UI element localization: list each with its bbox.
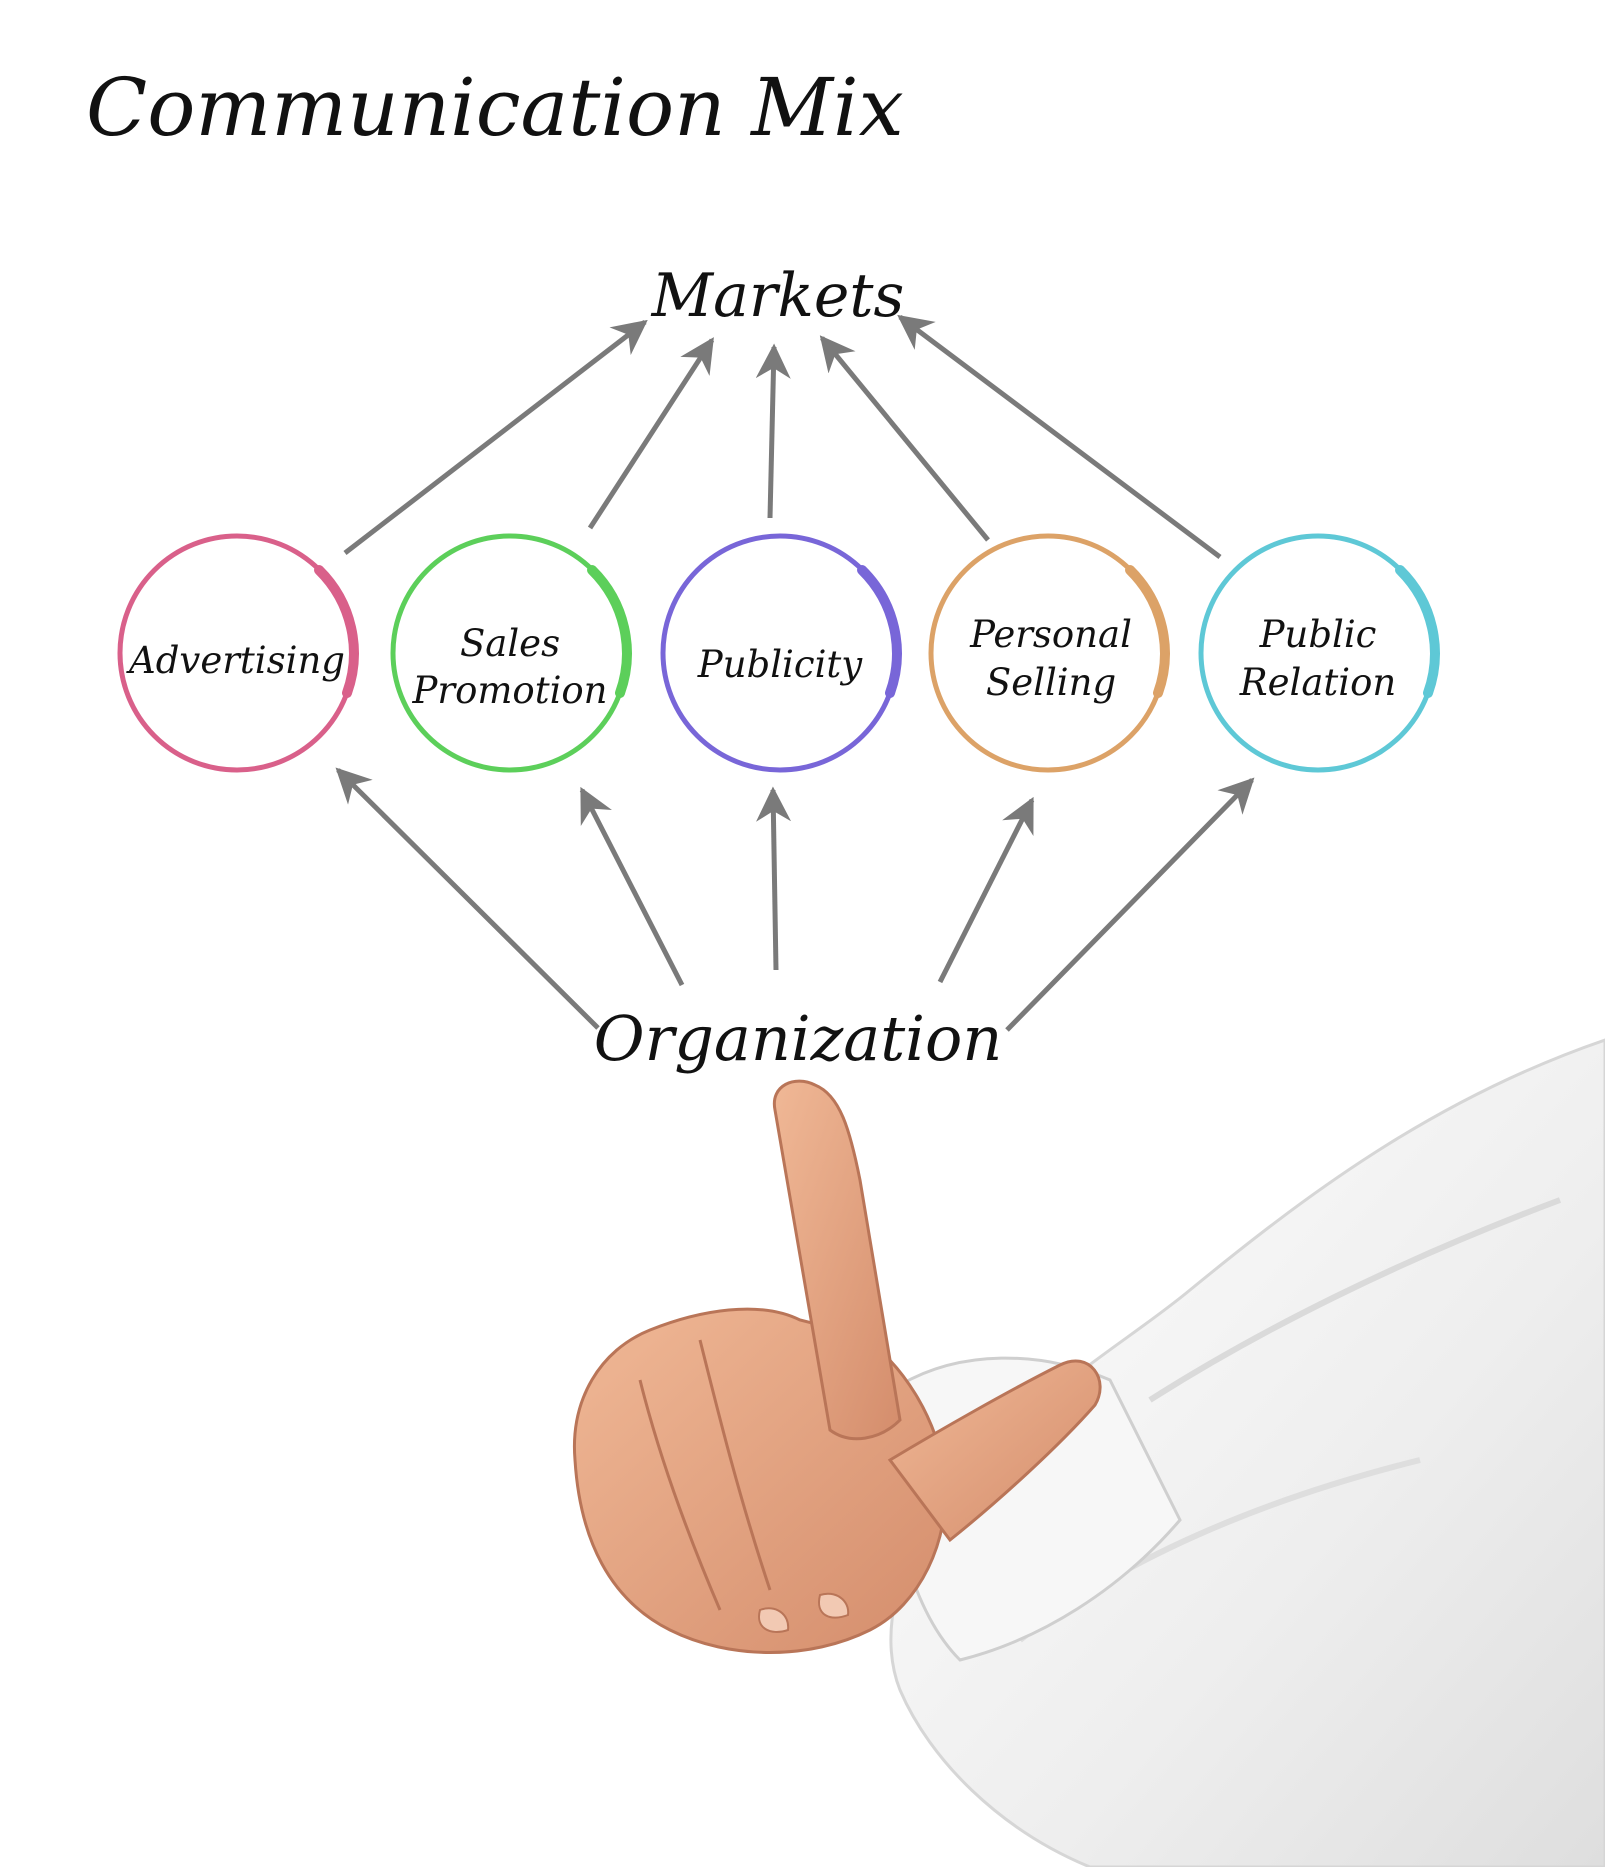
organization-label: Organization xyxy=(594,1002,1003,1075)
arrows-from-organization xyxy=(335,767,1255,1032)
pointing-hand-image xyxy=(572,1038,1605,1867)
circle-label-line: Promotion xyxy=(411,669,607,712)
circle-label-line: Advertising xyxy=(126,639,345,682)
arrow-organization-to-advertising xyxy=(335,767,600,1030)
arrow-publicity-to-markets xyxy=(755,343,791,519)
arrow-advertising-to-markets xyxy=(343,319,648,555)
index-finger xyxy=(772,1079,902,1441)
arrow-organization-to-sales-promotion xyxy=(579,786,685,987)
circle-label-line: Personal xyxy=(969,613,1132,656)
arrow-organization-to-public-relation xyxy=(1005,777,1255,1032)
circle-brush-tail xyxy=(1395,565,1440,698)
arrow-sales-promotion-to-markets xyxy=(587,337,715,530)
diagram-title: Communication Mix xyxy=(86,61,904,154)
sleeve-fold xyxy=(1148,1197,1562,1403)
circle-advertising: Advertising xyxy=(117,533,359,773)
circle-sales-promotion: Sales Promotion xyxy=(390,533,632,773)
circle-personal-selling: Personal Selling xyxy=(928,533,1170,773)
fingernail xyxy=(758,1607,790,1633)
circle-brush-tail xyxy=(857,565,902,698)
markets-label: Markets xyxy=(651,261,905,331)
knuckle-line xyxy=(698,1339,772,1591)
thumb xyxy=(887,1359,1102,1543)
circle-label-line: Publicity xyxy=(697,643,864,686)
circle-publicity: Publicity xyxy=(660,533,902,773)
arrow-public-relation-to-markets xyxy=(897,314,1222,559)
arrow-organization-to-publicity xyxy=(756,786,792,971)
circle-brush-tail xyxy=(1125,565,1170,698)
circle-brush-tail xyxy=(587,565,632,698)
arrows-to-markets xyxy=(343,314,1222,559)
fingernail xyxy=(818,1592,850,1619)
circle-label-line: Selling xyxy=(986,661,1116,704)
circle-label-line: Sales xyxy=(460,622,560,665)
circle-label-line: Relation xyxy=(1239,661,1396,704)
circle-public-relation: Public Relation xyxy=(1198,533,1440,773)
arrow-personal-selling-to-markets xyxy=(819,335,990,542)
knuckle-line xyxy=(638,1379,722,1611)
arrow-organization-to-personal-selling xyxy=(937,796,1035,984)
circle-label-line: Public xyxy=(1259,613,1377,656)
circle-brush-tail xyxy=(314,565,359,698)
